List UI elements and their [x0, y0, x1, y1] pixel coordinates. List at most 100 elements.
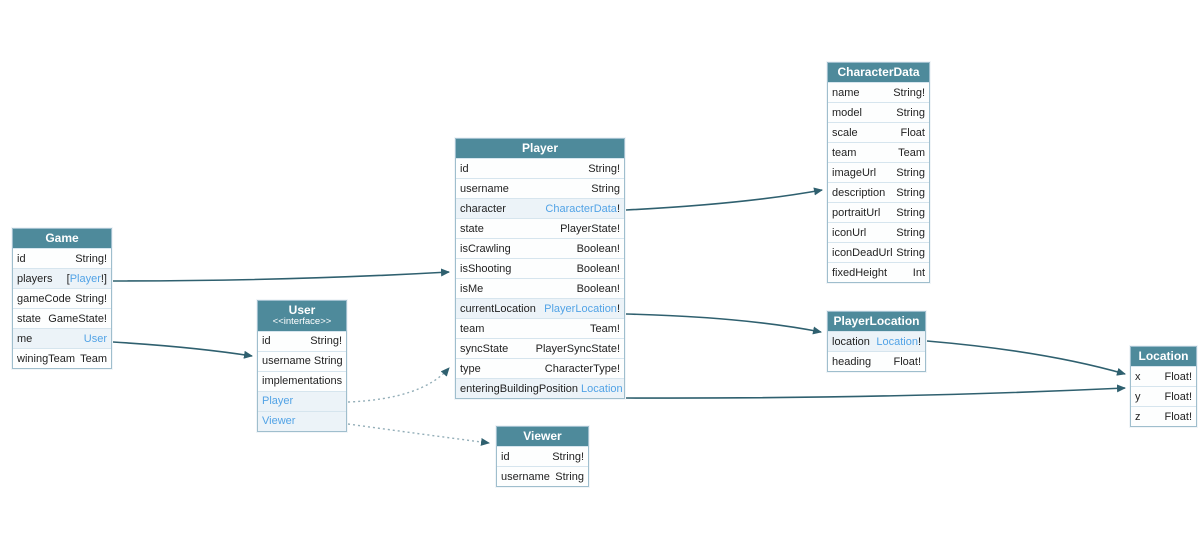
field-name: fixedHeight: [832, 266, 888, 279]
field-row-user-Viewer[interactable]: Viewer: [258, 410, 346, 431]
field-type: Float!: [1164, 370, 1192, 383]
field-type: String: [896, 166, 925, 179]
type-link[interactable]: PlayerLocation: [544, 302, 617, 315]
edge-User.Viewer-to-Viewer: [347, 423, 490, 446]
field-row-game-players[interactable]: players[Player!]: [13, 268, 111, 289]
field-name: isShooting: [460, 262, 512, 275]
field-name: name: [832, 86, 860, 99]
field-name: x: [1135, 370, 1141, 383]
field-type: Team!: [590, 322, 620, 335]
field-type: String: [896, 106, 925, 119]
field-name: z: [1135, 410, 1141, 423]
field-type: Float!: [1164, 390, 1192, 403]
type-link[interactable]: User: [83, 332, 107, 345]
field-row-characterdata-name[interactable]: name String!: [828, 82, 929, 103]
implementation-link[interactable]: Player: [262, 395, 294, 408]
field-row-viewer-username[interactable]: username String: [497, 466, 588, 487]
field-name: iconDeadUrl: [832, 246, 893, 259]
type-node-header[interactable]: PlayerLocation: [828, 312, 925, 332]
field-row-characterdata-imageUrl[interactable]: imageUrl String: [828, 162, 929, 183]
field-name: username: [501, 470, 550, 483]
field-type: String: [896, 246, 925, 259]
type-title: Game: [45, 231, 79, 245]
field-name: username: [262, 355, 311, 368]
field-type: String: [313, 355, 343, 368]
type-node-header[interactable]: Game: [13, 229, 111, 249]
type-link[interactable]: Player: [69, 272, 101, 285]
type-node-header[interactable]: Viewer: [497, 427, 588, 447]
edge-Player.currentLocation-to-PlayerLocation: [625, 313, 822, 335]
field-name: heading: [832, 355, 872, 368]
type-link[interactable]: CharacterData: [545, 202, 617, 215]
field-type: String!: [893, 86, 925, 99]
field-type: [Player!]: [66, 272, 107, 285]
field-type: String: [896, 226, 925, 239]
implementation-link[interactable]: Viewer: [262, 415, 296, 428]
edge-Game.me-to-User: [112, 341, 253, 359]
field-type: Team: [80, 352, 107, 365]
type-node-header[interactable]: Player: [456, 139, 624, 159]
field-type: Float!: [1164, 410, 1192, 423]
field-row-characterdata-fixedHeight[interactable]: fixedHeight Int: [828, 262, 929, 283]
field-name: id: [17, 252, 26, 265]
field-name: state: [17, 312, 41, 325]
field-type: User: [84, 333, 107, 345]
type-link[interactable]: Location: [581, 382, 623, 395]
field-row-game-id[interactable]: id String!: [13, 248, 111, 269]
type-node-header[interactable]: CharacterData: [828, 63, 929, 83]
field-name: imageUrl: [832, 166, 877, 179]
field-type: String!: [75, 252, 107, 265]
field-type: Boolean!: [576, 282, 620, 295]
field-type: String: [896, 186, 925, 199]
field-row-location-z[interactable]: z Float!: [1131, 406, 1196, 427]
field-type: Location!: [876, 335, 921, 348]
field-type: Int: [912, 266, 925, 279]
type-title: Viewer: [523, 429, 562, 443]
field-row-location-x[interactable]: x Float!: [1131, 366, 1196, 387]
field-row-user-Player[interactable]: Player: [258, 390, 346, 411]
type-node-header[interactable]: User<<interface>>: [258, 301, 346, 331]
field-row-user-implementations[interactable]: implementations: [258, 370, 346, 391]
type-node-header[interactable]: Location: [1131, 347, 1196, 367]
type-link[interactable]: Location: [876, 335, 918, 348]
field-type: String: [555, 470, 584, 483]
